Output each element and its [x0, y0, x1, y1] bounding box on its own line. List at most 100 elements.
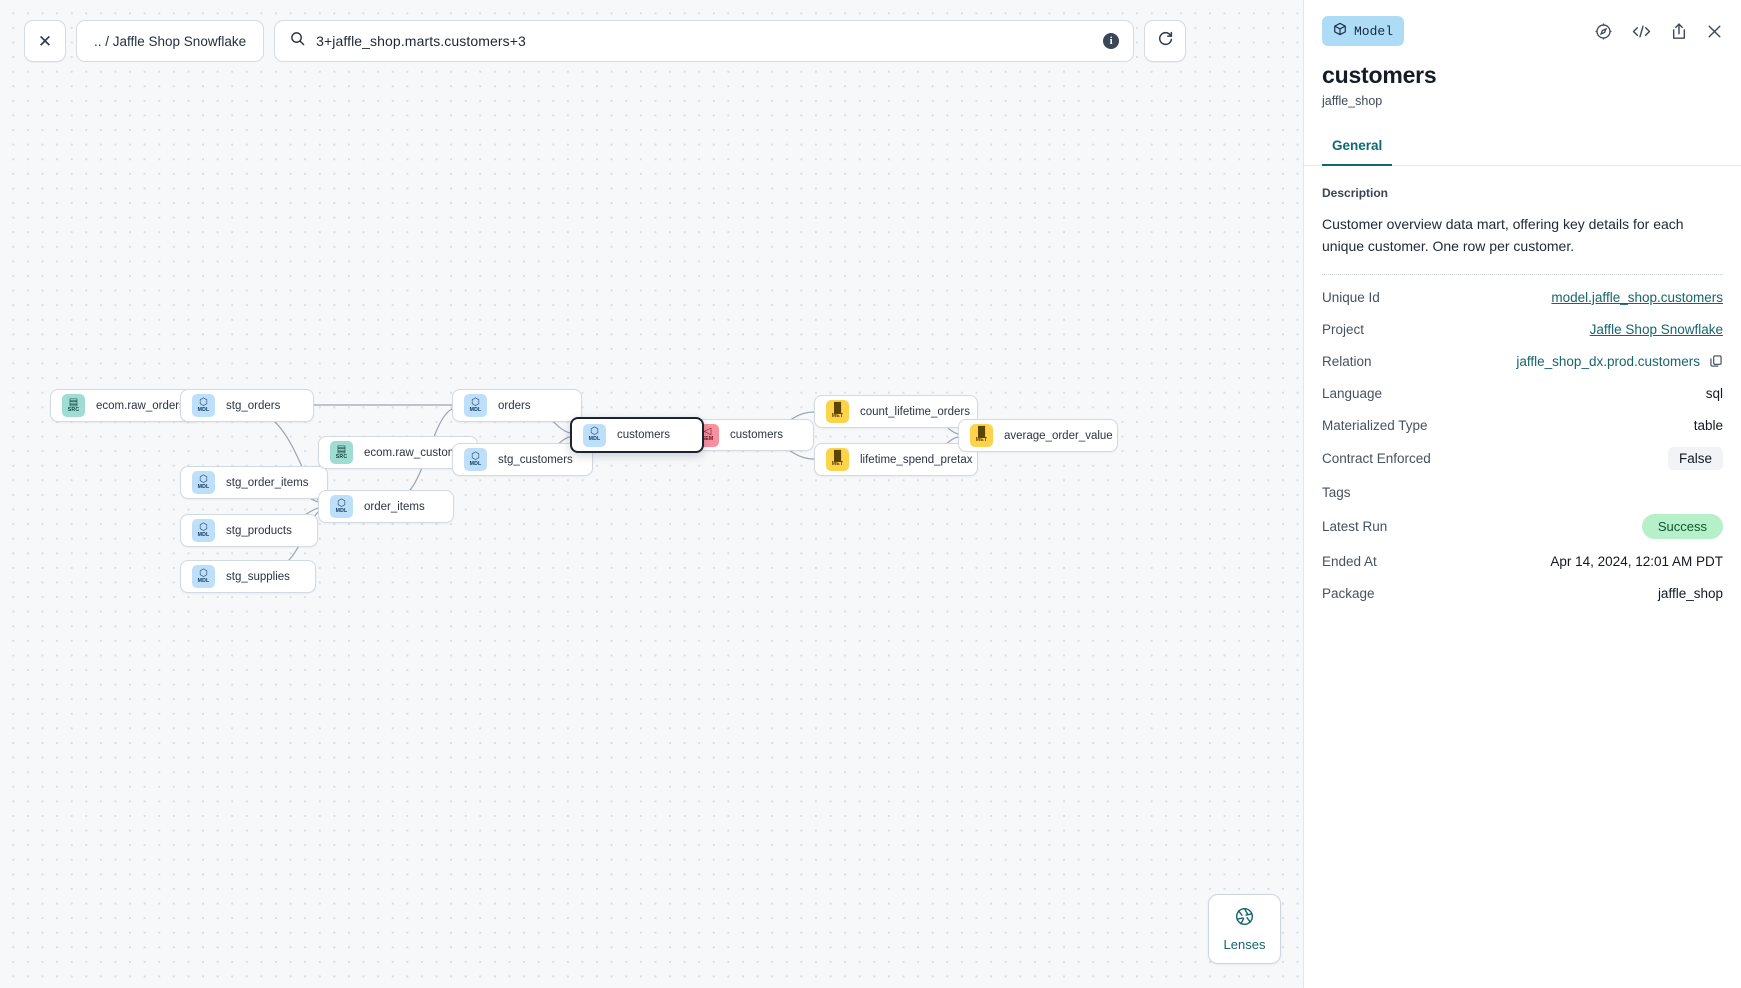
info-icon[interactable]: i	[1103, 33, 1120, 49]
lenses-button[interactable]: Lenses	[1208, 894, 1281, 964]
lineage-node-label: order_items	[364, 500, 425, 513]
mdl-type-icon: ⬡MDL	[192, 394, 215, 417]
cube-icon	[1333, 22, 1347, 40]
close-panel-icon[interactable]	[1706, 23, 1723, 40]
lineage-search-input[interactable]: 3+jaffle_shop.marts.customers+3 i	[274, 20, 1135, 62]
lenses-label: Lenses	[1223, 937, 1266, 952]
lineage-node-stg_orders[interactable]: ⬡MDL stg_orders	[180, 389, 314, 422]
property-row: Package jaffle_shop	[1322, 577, 1723, 609]
property-key: Language	[1322, 385, 1383, 401]
property-row: Relation jaffle_shop_dx.prod.customers	[1322, 345, 1723, 377]
panel-action-icons	[1594, 22, 1723, 41]
lineage-node-lifetime_spend_pretax[interactable]: █MET lifetime_spend_pretax	[814, 443, 978, 476]
lineage-node-label: stg_orders	[226, 399, 281, 412]
property-key: Ended At	[1322, 553, 1377, 569]
details-panel: Model	[1303, 0, 1741, 988]
lineage-node-stg_order_items[interactable]: ⬡MDL stg_order_items	[180, 466, 328, 499]
property-key: Tags	[1322, 484, 1351, 500]
property-key: Project	[1322, 321, 1365, 337]
met-type-icon: █MET	[970, 424, 993, 447]
page-title: customers	[1322, 62, 1437, 88]
property-value-chip: False	[1667, 447, 1723, 471]
mdl-type-icon: ⬡MDL	[464, 394, 487, 417]
lineage-node-stg_supplies[interactable]: ⬡MDL stg_supplies	[180, 560, 316, 593]
panel-body: Description Customer overview data mart,…	[1304, 166, 1741, 609]
lineage-node-count_lifetime_orders[interactable]: █MET count_lifetime_orders	[814, 395, 978, 428]
property-key: Latest Run	[1322, 519, 1388, 535]
met-type-icon: █MET	[826, 400, 849, 423]
property-key: Package	[1322, 585, 1375, 601]
panel-header: Model	[1304, 0, 1741, 56]
divider	[1322, 274, 1723, 276]
tab-general[interactable]: General	[1322, 130, 1393, 166]
property-key: Materialized Type	[1322, 417, 1428, 433]
lineage-node-label: lifetime_spend_pretax	[860, 453, 973, 466]
mdl-type-icon: ⬡MDL	[464, 448, 487, 471]
property-row: Project Jaffle Shop Snowflake	[1322, 313, 1723, 345]
search-query-text: 3+jaffle_shop.marts.customers+3	[316, 33, 526, 49]
property-row: Tags	[1322, 476, 1723, 508]
description-text: Customer overview data mart, offering ke…	[1322, 216, 1684, 254]
lineage-node-label: average_order_value	[1004, 429, 1113, 442]
lineage-node-label: stg_order_items	[226, 476, 309, 489]
code-icon[interactable]	[1631, 22, 1652, 41]
property-value: sql	[1705, 385, 1723, 401]
close-button[interactable]: ✕	[24, 20, 66, 62]
lineage-node-order_items[interactable]: ⬡MDL order_items	[318, 490, 454, 523]
property-value-link[interactable]: jaffle_shop_dx.prod.customers	[1516, 353, 1700, 369]
lineage-node-label: stg_products	[226, 524, 292, 537]
search-icon	[290, 31, 305, 51]
page-subtitle: jaffle_shop	[1322, 94, 1383, 108]
description-label: Description	[1322, 186, 1389, 200]
property-key: Unique Id	[1322, 289, 1380, 305]
mdl-type-icon: ⬡MDL	[192, 565, 215, 588]
property-value-group: jaffle_shop_dx.prod.customers	[1516, 354, 1723, 369]
close-icon: ✕	[37, 31, 53, 51]
property-row: Contract Enforced False	[1322, 441, 1723, 476]
lineage-canvas[interactable]: ✕ .. / Jaffle Shop Snowflake 3+jaffle_sh…	[0, 0, 1303, 988]
met-type-icon: █MET	[826, 448, 849, 471]
lineage-node-label: customers	[730, 429, 784, 441]
property-value-link[interactable]: Jaffle Shop Snowflake	[1589, 321, 1723, 337]
src-type-icon: ▤SRC	[330, 441, 353, 464]
panel-title-block: customers jaffle_shop	[1304, 56, 1741, 108]
refresh-button[interactable]	[1144, 20, 1187, 62]
property-row: Unique Id model.jaffle_shop.customers	[1322, 281, 1723, 313]
aperture-icon	[1234, 906, 1255, 932]
lineage-node-label: ecom.raw_orders	[96, 399, 185, 412]
property-value-link[interactable]: model.jaffle_shop.customers	[1551, 289, 1723, 305]
property-value: jaffle_shop	[1657, 585, 1723, 601]
lineage-node-label: stg_supplies	[226, 570, 290, 583]
breadcrumb[interactable]: .. / Jaffle Shop Snowflake	[76, 20, 265, 62]
share-icon[interactable]	[1670, 22, 1688, 41]
lineage-node-orders[interactable]: ⬡MDL orders	[452, 389, 582, 422]
lineage-node-label: count_lifetime_orders	[860, 405, 970, 418]
lineage-node-stg_products[interactable]: ⬡MDL stg_products	[180, 514, 318, 547]
lineage-node-customers_model[interactable]: ⬡MDL customers	[570, 417, 704, 453]
resource-type-badge[interactable]: Model	[1322, 16, 1405, 46]
lineage-node-label: stg_customers	[498, 453, 573, 466]
mdl-type-icon: ⬡MDL	[192, 471, 215, 494]
mdl-type-icon: ⬡MDL	[583, 423, 606, 447]
property-row: Latest Run Success	[1322, 508, 1723, 545]
refresh-icon	[1157, 30, 1174, 52]
property-row: Materialized Type table	[1322, 409, 1723, 441]
property-row: Ended At Apr 14, 2024, 12:01 AM PDT	[1322, 545, 1723, 577]
lineage-node-average_order_value[interactable]: █MET average_order_value	[958, 419, 1118, 452]
property-key: Relation	[1322, 353, 1372, 369]
status-badge: Success	[1641, 514, 1723, 540]
mdl-type-icon: ⬡MDL	[192, 519, 215, 542]
mdl-type-icon: ⬡MDL	[330, 495, 353, 518]
property-value: Apr 14, 2024, 12:01 AM PDT	[1550, 553, 1723, 569]
panel-tabs: General	[1304, 130, 1741, 166]
property-row: Language sql	[1322, 377, 1723, 409]
lineage-node-label: orders	[498, 399, 531, 412]
property-value: table	[1693, 417, 1723, 433]
copy-icon[interactable]	[1709, 354, 1723, 368]
explore-compass-icon[interactable]	[1594, 22, 1613, 41]
resource-type-label: Model	[1354, 23, 1394, 39]
lineage-node-label: customers	[617, 429, 671, 441]
property-key: Contract Enforced	[1322, 451, 1431, 467]
